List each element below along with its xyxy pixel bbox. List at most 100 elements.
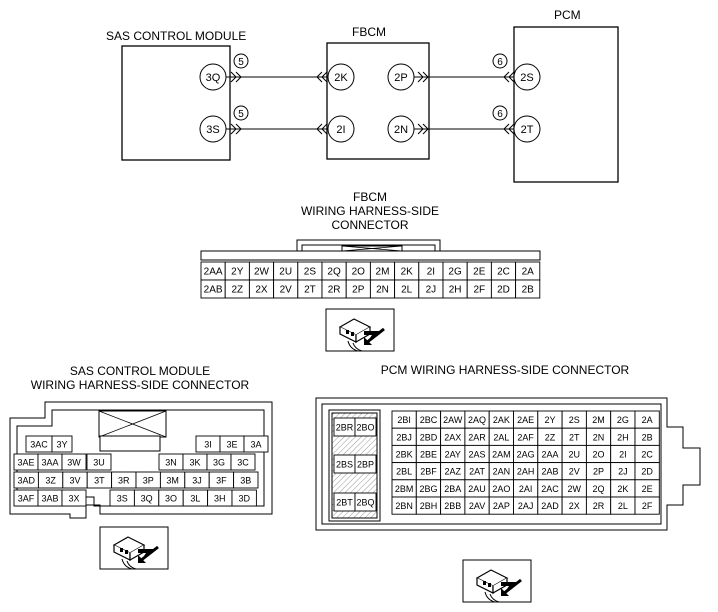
pin-cell: 2AU [464, 479, 490, 498]
pin-label: 2BR [336, 423, 354, 433]
pin-cell: 2C [490, 261, 517, 281]
pin-label: 2AQ [468, 415, 486, 425]
pin-cell: 2AQ [464, 410, 490, 429]
pin-cell: 3I [195, 435, 221, 453]
pin-label: 2BS [336, 460, 353, 470]
pin-cell: 3E [219, 435, 245, 453]
pin-label: 2D [497, 285, 510, 296]
pin-label: 2AK [493, 415, 510, 425]
pin-label: 2V [280, 285, 293, 296]
pin-label: 2A [642, 415, 653, 425]
pin-cell: 2BC [415, 410, 442, 429]
pin-label: 3H [214, 494, 226, 504]
pin-label: 2U [568, 450, 580, 460]
pin-cell: 2AT [464, 462, 490, 481]
pin-cell: 2H [610, 427, 636, 446]
pin-label: 2BK [396, 450, 413, 460]
pin-label: 2AB [541, 467, 558, 477]
pin-label: 3W [67, 458, 81, 468]
pin-cell: 2F [634, 496, 660, 515]
pin-label: 2BI [397, 415, 411, 425]
pin-label: 2BD [420, 432, 438, 442]
pin-cell: 2AR [464, 427, 490, 446]
pin-cell: 2T [561, 427, 587, 446]
pin-label: 2T [569, 432, 580, 442]
pin-label: 3X [68, 494, 79, 504]
pin-cell: 2BD [415, 427, 442, 446]
pin-cell: 3Y [51, 435, 73, 453]
pin-cell: 3C [230, 453, 256, 471]
pin-cell: 2J [610, 462, 636, 481]
schematic: SAS CONTROL MODULE FBCM PCM 5 5 6 [106, 8, 619, 183]
pin-cell: 3D [231, 489, 257, 507]
pin-label: 2X [255, 285, 268, 296]
pin-cell: 2A [515, 261, 541, 281]
pin-label: 2AI [519, 484, 533, 494]
pin-label: 3K [189, 458, 200, 468]
pin-label: 2S [304, 267, 317, 278]
pin-cell: 3Z [37, 471, 64, 489]
pcm-connector-view-icon [461, 558, 533, 604]
pin-cell: 2D [634, 462, 660, 481]
pin-label: 3D [238, 494, 250, 504]
pin-cell: 2I [610, 444, 636, 464]
pin-2s: 2S [520, 72, 533, 84]
pin-cell: 3O [158, 489, 184, 507]
pin-cell: 2T [297, 279, 323, 299]
pin-label: 2BF [420, 467, 437, 477]
pin-label: 2AX [444, 432, 461, 442]
pin-cell: 3AC [25, 435, 53, 453]
pin-cell: 2X [248, 279, 275, 299]
pin-cell: 2AX [440, 427, 466, 446]
pin-label: 2BG [419, 484, 437, 494]
pin-cell: 2AM [488, 444, 514, 464]
sas-module-box [121, 45, 231, 161]
pin-label: 3AA [41, 458, 58, 468]
pin-cell: 2AS [464, 444, 490, 464]
pin-label: 2E [473, 267, 486, 278]
pin-cell: 2BN [391, 496, 417, 515]
pin-cell: 2AN [488, 462, 514, 481]
pin-label: 2AZ [444, 467, 461, 477]
sas-connector-title-2: WIRING HARNESS-SIDE CONNECTOR [31, 378, 250, 392]
pin-cell: 2BO [354, 417, 377, 437]
pin-cell: 2M [585, 410, 612, 429]
pin-cell: 2V [273, 279, 299, 299]
pin-3q: 3Q [206, 72, 221, 84]
pin-label: 3F [216, 476, 227, 486]
pin-label: 3J [192, 476, 202, 486]
pin-label: 3T [94, 476, 105, 486]
pin-label: 2R [328, 285, 341, 296]
pin-label: 2BQ [356, 498, 374, 508]
pin-cell: 2Q [321, 261, 347, 281]
pin-label: 2T [304, 285, 316, 296]
pin-label: 3A [250, 440, 261, 450]
pin-label: 2AP [493, 501, 510, 511]
pin-cell: 2BE [415, 444, 442, 464]
pin-label: 2Z [545, 432, 556, 442]
pin-label: 3I [204, 440, 212, 450]
pin-cell: 3M [159, 471, 186, 489]
fbcm-connector-title-1: FBCM [353, 190, 387, 204]
pin-cell: 3N [158, 453, 184, 471]
pin-label: 2O [593, 450, 605, 460]
pin-cell: 2AF [513, 427, 539, 446]
pin-cell: 3R [111, 471, 137, 489]
connector-number-6-bottom: 6 [497, 109, 503, 120]
pin-cell: 2C [634, 444, 660, 464]
pin-cell: 2B [515, 279, 541, 299]
pin-cell: 3T [86, 471, 113, 489]
pin-cell: 2N [369, 279, 396, 299]
pin-label: 2BN [395, 501, 413, 511]
pin-cell: 2BA [440, 479, 466, 498]
pin-label: 2BC [420, 415, 438, 425]
pin-cell: 2Z [224, 279, 250, 299]
pin-cell: 3U [86, 453, 112, 471]
pin-label: 2S [569, 415, 580, 425]
pin-cell: 2BM [391, 479, 417, 498]
pin-label: 2AD [541, 501, 559, 511]
pin-label: 2B [642, 432, 653, 442]
pin-label: 2V [569, 467, 580, 477]
